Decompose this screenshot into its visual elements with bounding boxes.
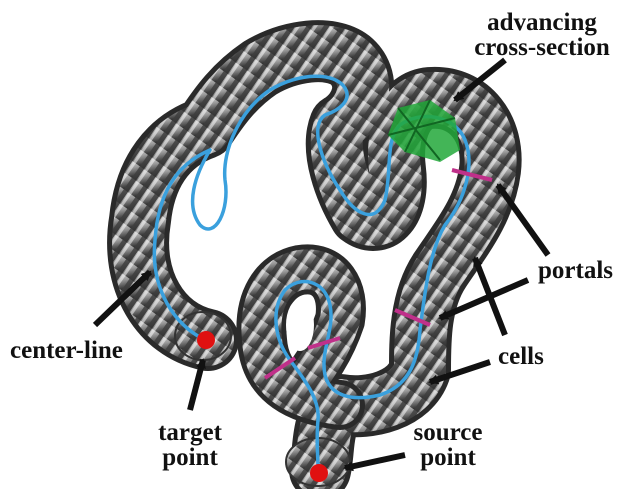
arrow-source [345,455,405,468]
source-point-marker [310,464,328,482]
source-point-label: source point [398,420,498,470]
target-point-marker [197,331,215,349]
target-label-line1: target [140,420,240,445]
lower-loop-gap [286,299,314,351]
cells-label: cells [498,344,544,369]
portals-label: portals [538,258,613,283]
advancing-label: advancing cross-section [456,10,628,60]
target-label-line2: point [140,445,240,470]
advancing-label-line2: cross-section [456,35,628,60]
center-line-label: center-line [10,338,123,363]
arrow-cells-1 [475,258,505,335]
target-point-label: target point [140,420,240,470]
advancing-label-line1: advancing [456,10,628,35]
source-label-line2: point [398,445,498,470]
source-label-line1: source [398,420,498,445]
